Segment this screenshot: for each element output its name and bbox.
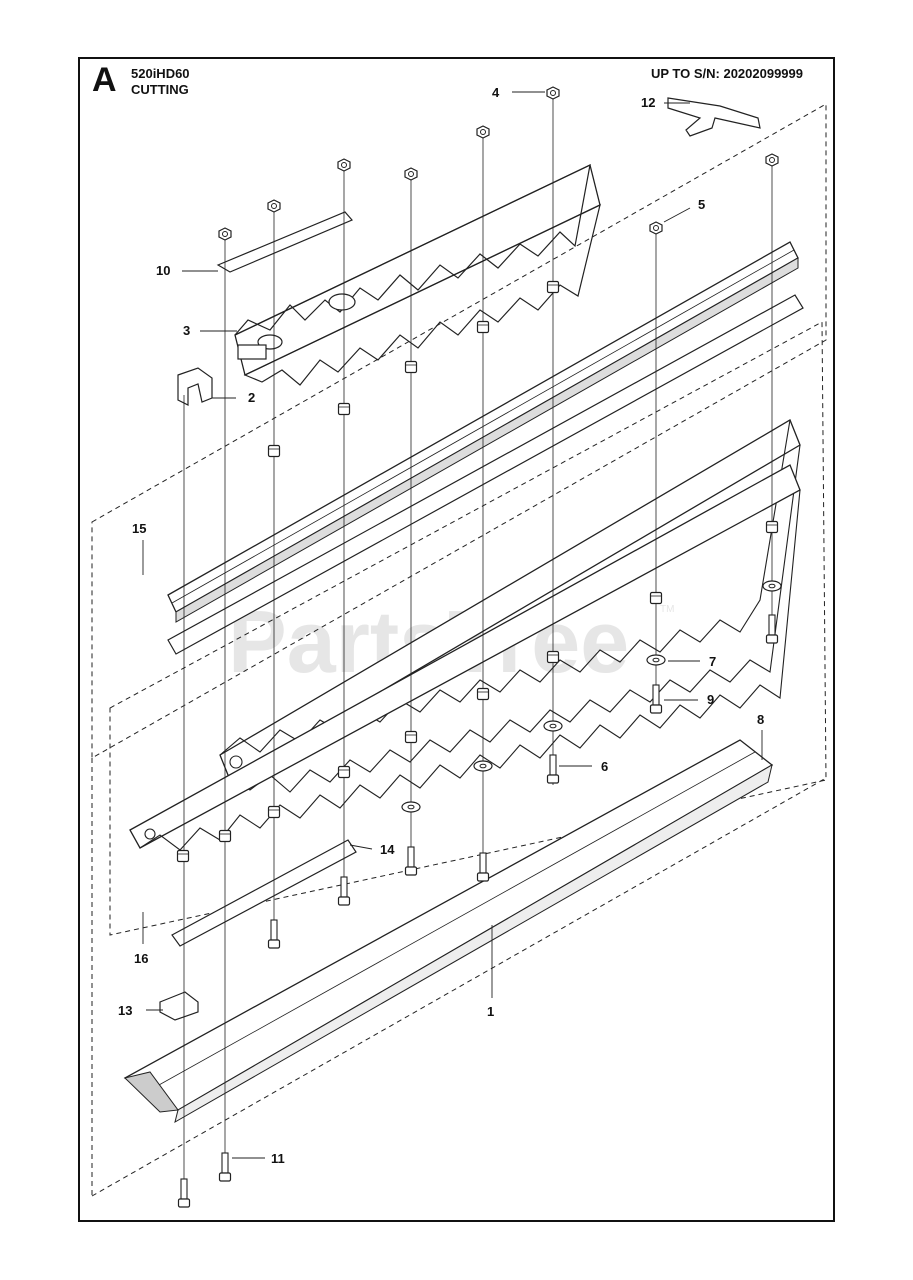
callout-10: 10 <box>156 263 170 278</box>
callout-15: 15 <box>132 521 146 536</box>
middle-blade <box>219 419 801 793</box>
callout-1: 1 <box>487 1004 494 1019</box>
callout-14: 14 <box>380 842 395 857</box>
top-clip <box>177 367 213 406</box>
bottom-clip <box>159 991 199 1021</box>
callout-16: 16 <box>134 951 148 966</box>
callout-8: 8 <box>757 712 764 727</box>
assembly-outline-15 <box>91 103 827 759</box>
model-title: 520iHD60 CUTTING <box>131 66 190 98</box>
section-letter: A <box>92 61 117 99</box>
spacer-strip <box>167 294 804 655</box>
lower-blade <box>129 464 801 851</box>
callout-11: 11 <box>271 1151 285 1166</box>
group-name: CUTTING <box>131 82 189 97</box>
callout-12: 12 <box>641 95 655 110</box>
upper-blade <box>234 163 601 386</box>
serial-range: UP TO S/N: 20202099999 <box>650 66 803 81</box>
handle <box>667 97 761 137</box>
model-number: 520iHD60 <box>131 66 190 81</box>
callout-7: 7 <box>709 654 716 669</box>
link-plate <box>216 211 353 273</box>
watermark-tm: TM <box>660 604 674 615</box>
callout-3: 3 <box>183 323 190 338</box>
alignment-lines <box>183 96 773 1200</box>
callout-6: 6 <box>601 759 608 774</box>
callout-5: 5 <box>698 197 705 212</box>
callout-4: 4 <box>492 85 500 100</box>
blade-guard <box>123 739 774 1124</box>
diagram-frame <box>78 57 835 1222</box>
callout-13: 13 <box>118 1003 132 1018</box>
outline-lower-edge <box>91 777 827 1197</box>
callout-9: 9 <box>707 692 714 707</box>
lower-plate <box>171 839 357 947</box>
leader-lines <box>142 91 763 1159</box>
callout-2: 2 <box>248 390 255 405</box>
